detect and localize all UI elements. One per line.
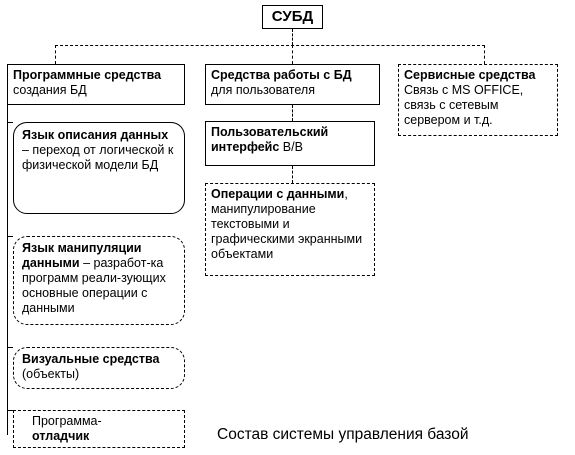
prog-bold: Программные средства [13, 68, 162, 82]
visual-rest: (объекты) [22, 367, 80, 381]
programmnye-sredstva-node: Программные средства создания БД [7, 64, 185, 105]
prog-drop-line [55, 45, 56, 64]
root-node: СУБД [262, 5, 323, 29]
dml-rest: – разработ-ка программ реали-зующих осно… [22, 256, 166, 315]
ddl-rest: – переход от логической к физической мод… [22, 143, 174, 172]
debugger-line1: Программа- [32, 414, 102, 428]
data-operations-node: Операции с данными, манипулирование текс… [205, 183, 375, 276]
debugger-node: Программа- отладчик [13, 410, 185, 448]
service-rest: Связь с MS OFFICE, связь с сетевым серве… [404, 83, 524, 127]
ops-bold: Операции с данными [211, 187, 345, 201]
service-tools-node: Сервисные средства Связь с MS OFFICE, св… [398, 64, 558, 136]
ddl-bold: Язык описания данных [22, 128, 169, 142]
middle-link-2 [292, 166, 293, 183]
left-branch-1 [7, 122, 13, 123]
visual-tools-node: Визуальные средства (объекты) [13, 347, 185, 389]
left-trunk-line [7, 95, 8, 435]
ops-rest: , манипулирование текстовыми и графическ… [211, 187, 363, 261]
user-tools-node: Средства работы с БД для пользователя [205, 64, 380, 105]
visual-bold: Визуальные средства [22, 352, 160, 366]
root-label: СУБД [271, 8, 314, 25]
service-bold: Сервисные средства [404, 68, 536, 82]
left-branch-2 [7, 236, 13, 237]
left-branch-3 [7, 347, 13, 348]
root-down-line [292, 29, 293, 45]
service-drop-line [484, 45, 485, 64]
ui-bold: Пользовательский интерфейс [211, 125, 329, 154]
debugger-line2: отладчик [32, 429, 90, 443]
user-drop-line [292, 45, 293, 64]
user-interface-node: Пользовательский интерфейс В/В [205, 121, 375, 166]
dml-node: Язык манипуляции данными – разработ-ка п… [13, 236, 185, 325]
diagram-caption: Состав системы управления базой [217, 426, 469, 443]
dml-bold: Язык манипуляции данными [22, 241, 142, 270]
ui-rest: В/В [279, 140, 303, 154]
user-tools-rest: для пользователя [211, 83, 315, 97]
middle-link-1 [292, 105, 293, 121]
top-bus-line [55, 45, 485, 46]
user-tools-bold: Средства работы с БД [211, 68, 352, 82]
prog-rest: создания БД [13, 83, 87, 97]
left-branch-4 [7, 410, 13, 411]
ddl-node: Язык описания данных – переход от логиче… [13, 122, 185, 214]
